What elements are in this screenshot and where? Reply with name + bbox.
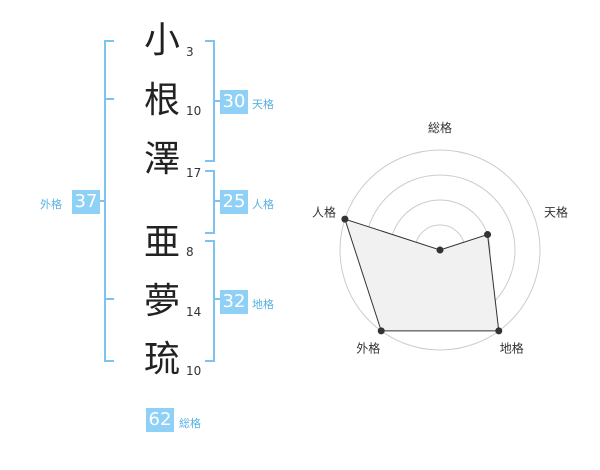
stroke-count-4: 8 — [186, 245, 194, 259]
stroke-count-6: 10 — [186, 364, 202, 378]
gaikaku-bracket-tick — [104, 98, 114, 100]
radar-point-1 — [436, 246, 444, 254]
radar-point-3 — [495, 327, 503, 335]
radar-grid-ring — [339, 149, 541, 351]
radar-axis-label-5: 人格 — [312, 204, 336, 219]
name-char-1: 小 — [143, 20, 180, 61]
stroke-count-1: 3 — [186, 45, 194, 59]
radar-point-5 — [341, 215, 349, 223]
soukaku-label: 総格 — [179, 417, 201, 430]
chikaku-label: 地格 — [252, 298, 274, 311]
stroke-count-5: 14 — [186, 305, 202, 319]
radar-axis-label-3: 地格 — [500, 341, 524, 356]
jinkaku-bracket-tick — [213, 200, 223, 202]
gaikaku-bracket-tick — [104, 298, 114, 300]
name-char-5: 夢 — [143, 281, 180, 322]
jinkaku-label: 人格 — [252, 198, 274, 211]
gaikaku-label: 外格 — [40, 198, 62, 211]
stroke-count-2: 10 — [186, 104, 202, 118]
jinkaku-bracket — [205, 170, 215, 234]
jinkaku-number: 25 — [220, 190, 248, 214]
radar-point-2 — [484, 231, 492, 239]
tenkaku-bracket-tick — [213, 100, 223, 102]
name-char-6: 琉 — [143, 339, 180, 380]
radar-point-4 — [377, 327, 385, 335]
name-char-3: 澤 — [143, 139, 180, 180]
tenkaku-label: 天格 — [252, 98, 274, 111]
name-char-4: 亜 — [143, 222, 180, 263]
tenkaku-number: 30 — [220, 90, 248, 114]
radar-axis-label-1: 総格 — [428, 120, 452, 135]
radar-axis-label-4: 外格 — [356, 341, 380, 356]
radar-data-polygon — [344, 218, 500, 332]
radar-axis-label-2: 天格 — [544, 204, 568, 219]
chikaku-bracket-tick — [213, 298, 223, 300]
chikaku-number: 32 — [220, 290, 248, 314]
stroke-count-3: 17 — [186, 166, 202, 180]
soukaku-number: 62 — [146, 408, 174, 432]
name-char-2: 根 — [143, 80, 180, 121]
gaikaku-bracket-tick — [96, 200, 106, 202]
gaikaku-number: 37 — [72, 190, 100, 214]
chikaku-bracket — [205, 240, 215, 362]
